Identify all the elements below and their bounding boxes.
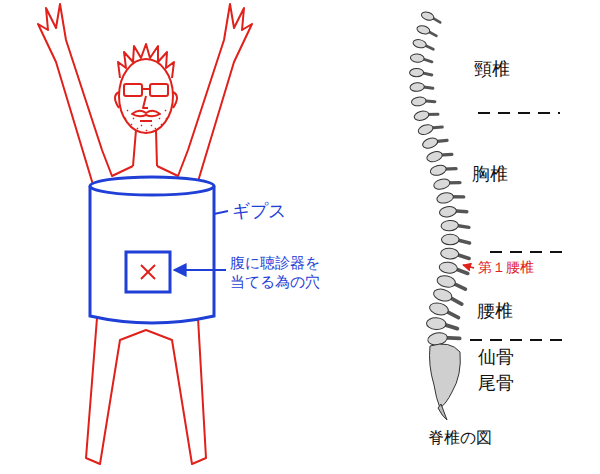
vertebra [411,95,435,107]
region-label: 仙骨 [478,346,514,369]
vertebra [416,24,438,37]
vertebra [410,82,433,92]
callout-label: 第１腰椎 [478,259,534,277]
vertebral-body [432,287,453,303]
vertebra [440,248,469,261]
cast [90,177,214,323]
vertebra [441,234,469,245]
vertebral-body [428,301,449,317]
region-label: 胸椎 [472,163,508,186]
vertebra [441,219,469,232]
vertebra [410,68,432,76]
leader-lines [174,211,474,270]
coccyx [438,404,447,420]
vertebra [436,274,467,291]
vertebral-body [411,96,427,107]
vertebral-body [416,24,431,35]
vertebral-body [410,68,424,76]
part-label: ギプス [232,200,286,223]
man-figure [38,4,252,464]
vertebra [428,301,460,319]
vertebral-body [420,11,434,22]
vertebra [426,317,458,330]
vertebra [417,120,443,136]
vertebral-body [439,261,458,274]
vertebra [439,204,467,219]
vertebral-body [436,191,455,204]
note-label: 腹に聴診器を 当てる為の穴 [230,254,328,292]
vertebral-body [412,38,427,49]
region-label: 尾骨 [478,372,514,395]
stethoscope-hole [126,252,170,292]
vertebral-body [417,123,434,136]
vertebra [426,147,453,163]
vertebra [420,11,442,24]
figure-caption: 脊椎の図 [428,428,492,448]
vertebra [439,261,469,275]
region-label: 頸椎 [474,58,510,81]
vertebra [429,161,456,177]
spine-guide [419,10,454,345]
vertebral-body [429,164,447,177]
vertebral-body [426,317,446,330]
vertebral-body [440,248,459,260]
vertebral-body [441,220,459,232]
vertebral-body [433,177,451,191]
vertebral-body [413,110,430,122]
vertebral-body [410,54,424,63]
vertebra [421,133,447,150]
vertebral-body [421,136,439,150]
spine-drawing [410,10,470,420]
vertebra [412,38,434,50]
sacrum [430,344,461,408]
vertebra [410,54,432,64]
vertebra [413,107,438,122]
vertebra [433,175,461,191]
vertebral-body [410,82,425,92]
vertebral-body [439,205,457,218]
region-label: 腰椎 [477,300,513,323]
vertebra [436,189,464,205]
region-dividers [470,113,562,340]
vertebral-body [436,274,456,289]
vertebral-body [426,150,444,164]
vertebral-body [441,234,459,245]
